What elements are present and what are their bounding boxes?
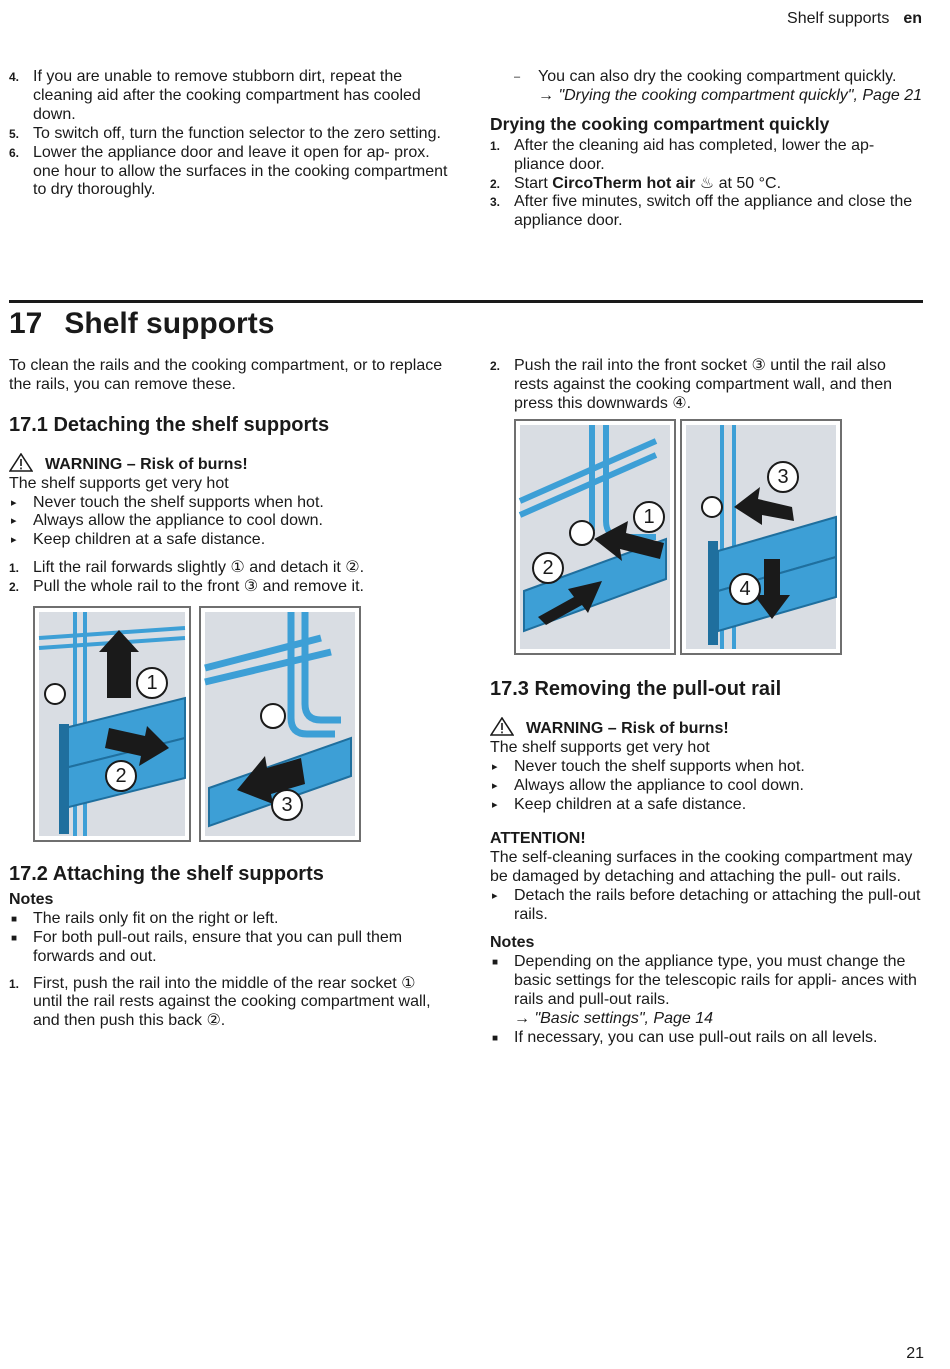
cross-reference[interactable]: → "Drying the cooking compartment quickl… <box>538 86 922 104</box>
top-left-steps: 4.If you are unable to remove stubborn d… <box>9 68 449 200</box>
list-item: ▸Never touch the shelf supports when hot… <box>492 757 805 775</box>
figure-label: 3 <box>271 789 303 821</box>
list-item: 3.After five minutes, switch off the app… <box>490 193 913 230</box>
list-item: ▸Keep children at a safe distance. <box>492 795 747 813</box>
list-item: 1.First, push the rail into the middle o… <box>9 974 431 1030</box>
list-item: 2.Pull the whole rail to the front ③ and… <box>9 578 364 596</box>
list-item: ■For both pull-out rails, ensure that yo… <box>11 928 403 965</box>
attention-text: The self-cleaning surfaces in the cookin… <box>490 849 913 886</box>
list-item: ■The rails only fit on the right or left… <box>11 909 279 927</box>
section-17-2-title: 17.2 Attaching the shelf supports <box>9 863 324 885</box>
list-item: ▸Never touch the shelf supports when hot… <box>11 493 324 511</box>
section-17-2-step-2: 2.Push the rail into the front socket ③ … <box>490 357 922 414</box>
running-header: Shelf supports en <box>787 10 922 28</box>
list-item: ■Depending on the appliance type, you mu… <box>492 952 917 1027</box>
warning-text: The shelf supports get very hot <box>9 474 229 492</box>
list-item: 6.Lower the appliance door and leave it … <box>9 143 448 199</box>
notes-heading: Notes <box>9 890 54 908</box>
list-item: ▸Always allow the appliance to cool down… <box>11 512 323 530</box>
subheading-drying: Drying the cooking compartment quickly <box>490 113 830 134</box>
list-item: ▸Detach the rails before detaching or at… <box>492 887 921 924</box>
list-item: 2.Push the rail into the front socket ③ … <box>490 357 892 412</box>
figure-label: 3 <box>767 461 799 493</box>
warning-text: The shelf supports get very hot <box>490 738 710 756</box>
figure-pull-remove: 3 <box>199 606 361 842</box>
list-item: ▸Always allow the appliance to cool down… <box>492 776 804 794</box>
section-17-1-title: 17.1 Detaching the shelf supports <box>9 413 330 436</box>
dash-item: – You can also dry the cooking compartme… <box>514 68 922 104</box>
section-17-3: 17.3 Removing the pull-out rail WARNING … <box>489 678 922 1047</box>
list-item: ■If necessary, you can use pull-out rail… <box>492 1028 878 1046</box>
left-column: To clean the rails and the cooking compa… <box>8 357 449 597</box>
notes-heading: Notes <box>490 933 535 951</box>
warning-heading: WARNING – Risk of burns! <box>489 716 922 739</box>
section-17-2: 17.2 Attaching the shelf supports Notes … <box>9 863 449 1031</box>
top-right-block: – You can also dry the cooking compartme… <box>490 68 922 231</box>
figure-label: 1 <box>136 667 168 699</box>
header-section: Shelf supports <box>787 10 890 27</box>
figure-label: 2 <box>532 552 564 584</box>
warning-triangle-icon <box>489 716 515 736</box>
page-number: 21 <box>906 1345 924 1362</box>
figure-label: 1 <box>633 501 665 533</box>
figure-push-rear-socket: 1 2 <box>514 419 676 655</box>
figure-label: 2 <box>105 760 137 792</box>
list-item: 1.After the cleaning aid has completed, … <box>490 136 875 173</box>
figure-push-front-socket: 3 4 <box>680 419 842 655</box>
header-lang: en <box>903 10 922 27</box>
list-item: 5.To switch off, turn the function selec… <box>9 124 441 142</box>
cross-reference[interactable]: → "Basic settings", Page 14 <box>514 1009 714 1027</box>
warning-heading: WARNING – Risk of burns! <box>8 452 449 475</box>
figure-label: 4 <box>729 573 761 605</box>
warning-triangle-icon <box>8 452 34 472</box>
figure-lift-detach: 1 2 <box>33 606 191 842</box>
list-item: 1.Lift the rail forwards slightly ① and … <box>9 559 365 577</box>
chapter-intro: To clean the rails and the cooking compa… <box>9 357 443 393</box>
section-17-3-title: 17.3 Removing the pull-out rail <box>490 678 782 700</box>
list-item: 2.Start CircoTherm hot air ♨ at 50 °C. <box>490 174 782 192</box>
list-item: 4.If you are unable to remove stubborn d… <box>9 68 421 123</box>
chapter-rule <box>9 300 923 303</box>
attention-heading: ATTENTION! <box>490 830 586 848</box>
list-item: ▸Keep children at a safe distance. <box>11 531 266 549</box>
